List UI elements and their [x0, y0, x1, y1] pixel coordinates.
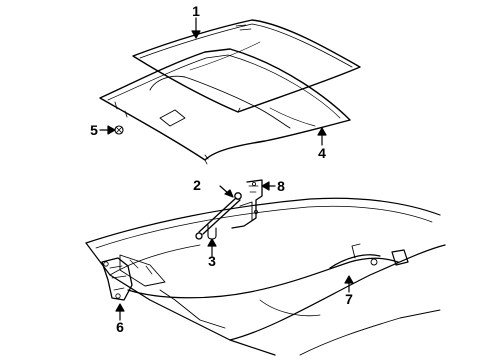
hood-hinge	[231, 179, 263, 229]
hood-clip	[114, 125, 124, 135]
callout-5: 5	[90, 122, 98, 138]
callout-4: 4	[318, 145, 326, 161]
callout-2: 2	[193, 177, 201, 193]
hood-latch	[101, 257, 133, 301]
callout-8: 8	[277, 178, 285, 194]
callout-6: 6	[116, 319, 124, 335]
hood-support-rod	[195, 192, 242, 240]
hood-panel	[132, 19, 361, 113]
car-body	[85, 197, 446, 356]
callout-3: 3	[208, 253, 216, 269]
hood-inner-frame	[99, 48, 351, 165]
release-cable	[127, 243, 409, 299]
leader-lines	[99, 17, 354, 321]
rod-clip	[207, 224, 217, 240]
callout-1: 1	[192, 3, 200, 19]
callout-7: 7	[345, 291, 353, 307]
